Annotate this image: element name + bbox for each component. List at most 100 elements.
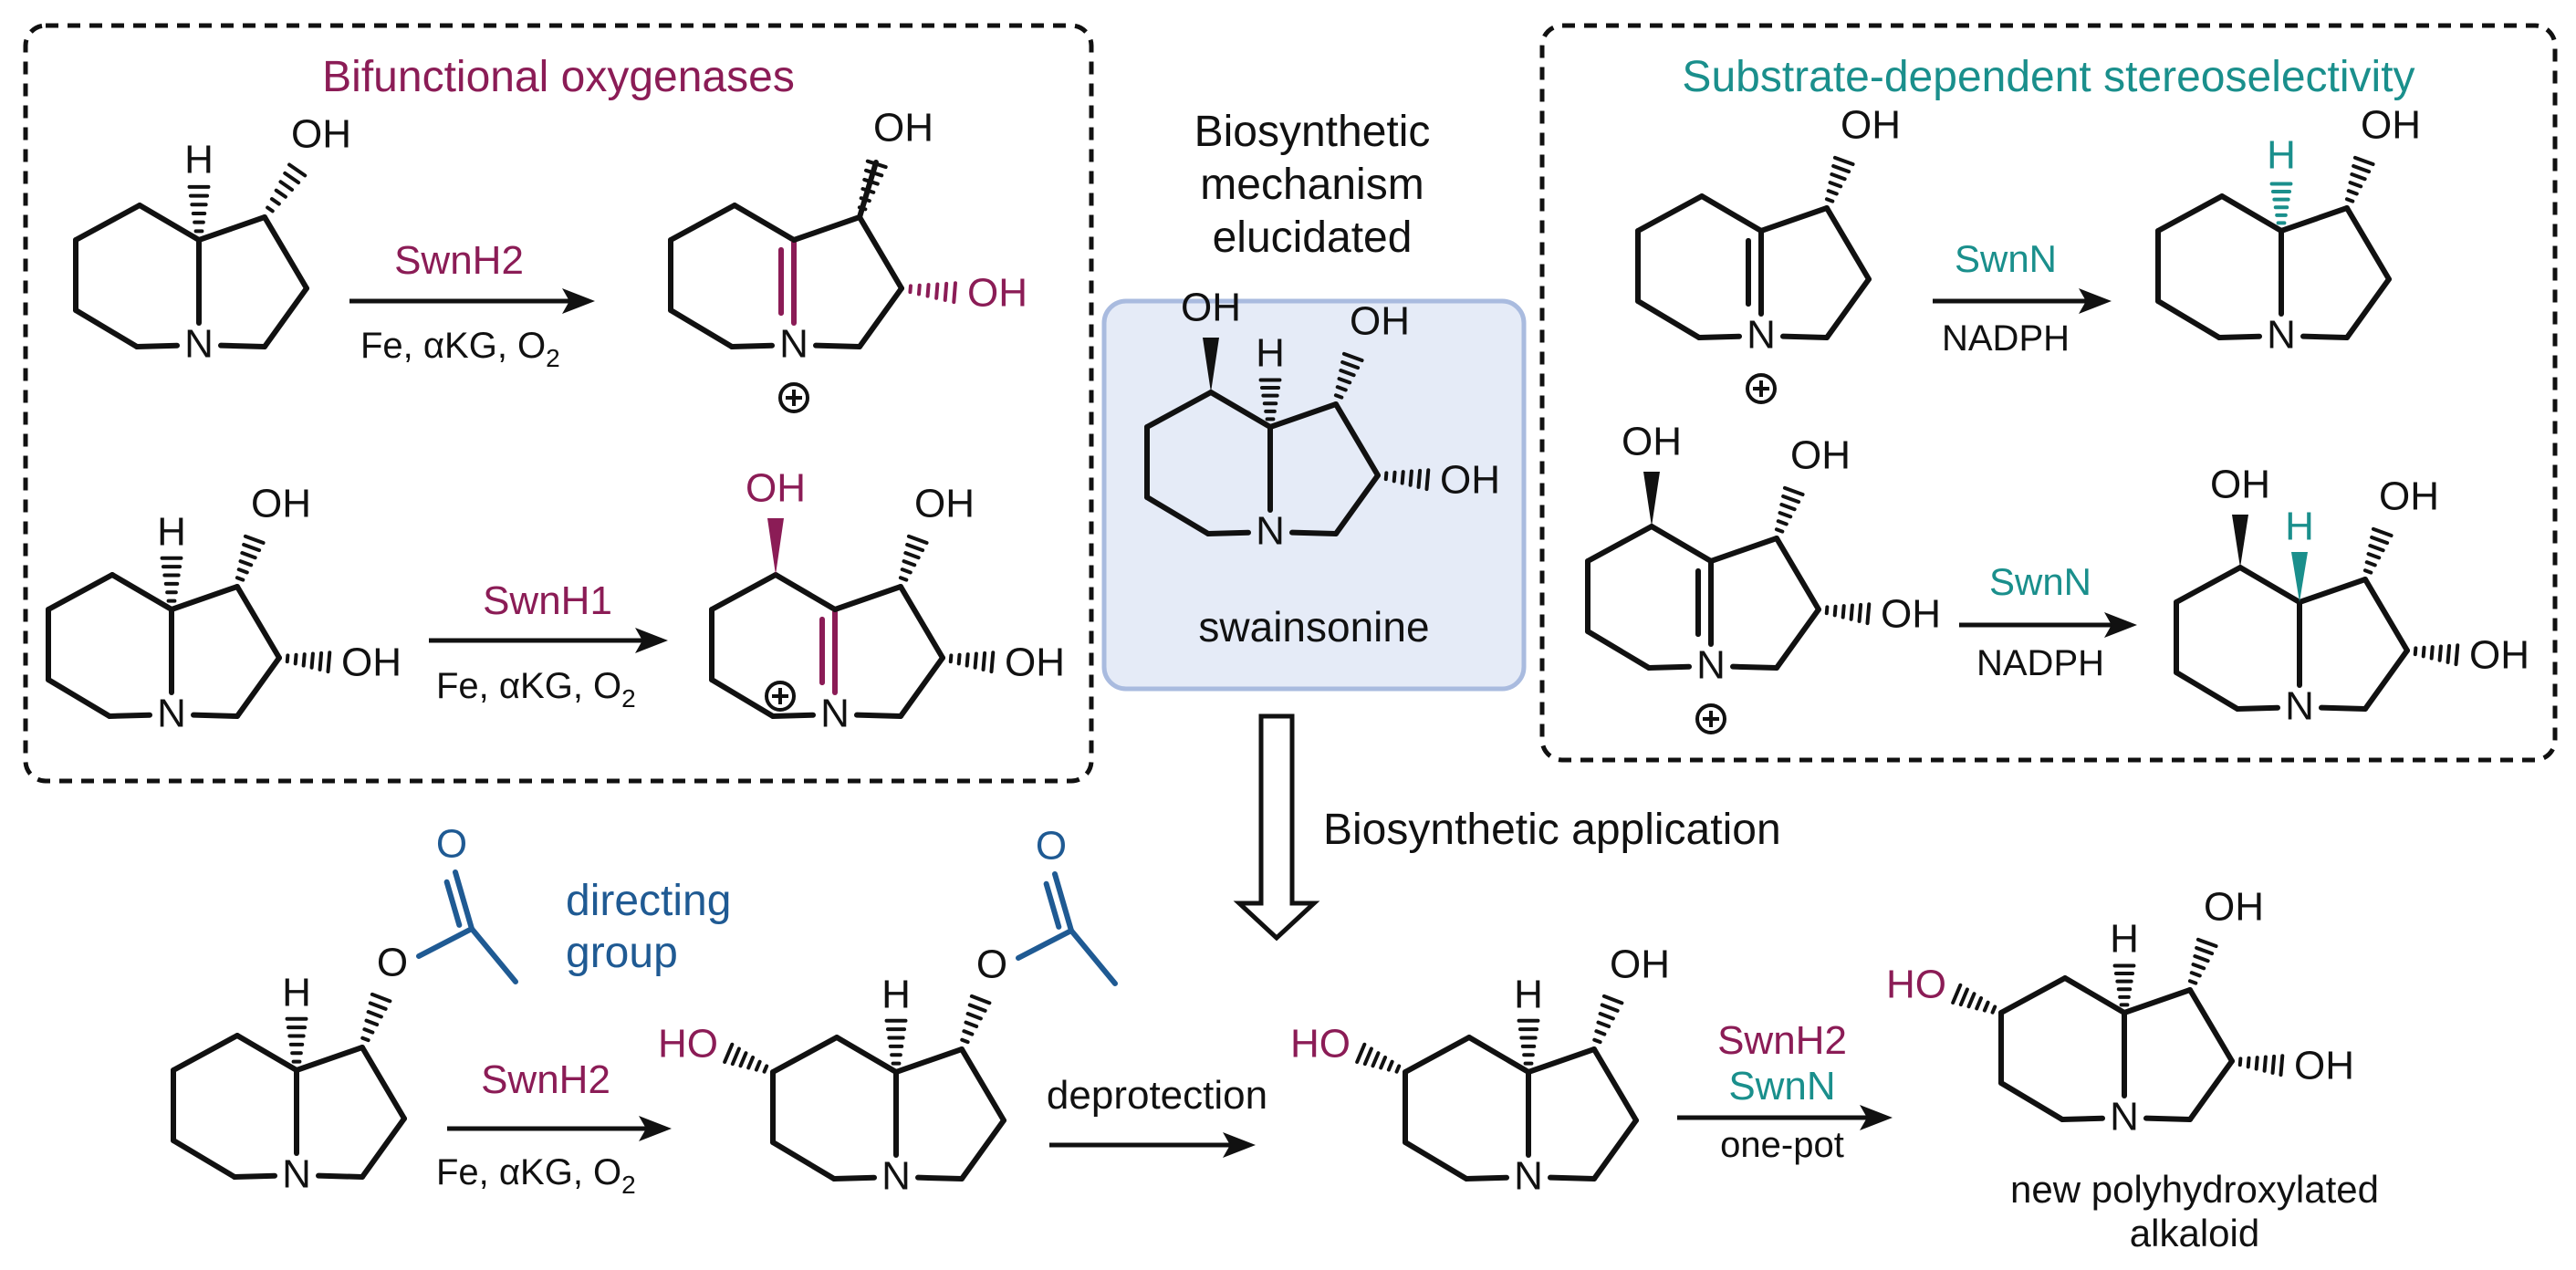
svg-text:N: N <box>282 1152 311 1197</box>
svg-text:H: H <box>282 971 311 1015</box>
svg-text:OH: OH <box>914 482 975 526</box>
conditions-swnh1: Fe, αKG, O2 <box>436 666 636 713</box>
svg-text:H: H <box>184 138 214 182</box>
svg-text:OH: OH <box>1181 286 1241 330</box>
svg-text:OH: OH <box>1440 458 1500 503</box>
svg-text:OH: OH <box>1610 942 1670 987</box>
arrow-step1 <box>447 1116 672 1141</box>
product-caption-line2: alkaloid <box>2130 1212 2259 1254</box>
molecule-right-2-product: N OH H OH OH <box>2174 463 2529 729</box>
svg-text:N: N <box>1696 643 1726 688</box>
center-heading-line2: mechanism <box>1200 161 1424 209</box>
cofactor-top: NADPH <box>1942 318 2070 359</box>
svg-text:O: O <box>1036 824 1067 869</box>
svg-text:OH: OH <box>2204 885 2264 930</box>
svg-text:OH: OH <box>1841 103 1901 148</box>
molecule-right-1-substrate: N OH <box>1635 103 1901 404</box>
application-arrow <box>1233 713 1320 942</box>
svg-text:N: N <box>2285 684 2314 729</box>
enzyme-swnh2-top: SwnH2 <box>394 238 524 283</box>
svg-text:OH: OH <box>2379 474 2439 519</box>
svg-text:OH: OH <box>1350 299 1410 344</box>
svg-text:OH: OH <box>1881 592 1941 637</box>
svg-text:OH: OH <box>2294 1044 2354 1088</box>
enzyme-swnn-bottom: SwnN <box>1989 560 2091 603</box>
svg-text:N: N <box>881 1154 911 1199</box>
enzyme-step3-swnn: SwnN <box>1728 1064 1835 1109</box>
molecule-left-2-substrate: N H OH OH <box>46 482 402 736</box>
arrow-swnn-top <box>1933 288 2112 314</box>
enzyme-step1: SwnH2 <box>481 1057 610 1102</box>
condition-one-pot: one-pot <box>1720 1125 1844 1165</box>
svg-text:OH: OH <box>967 271 1027 316</box>
svg-text:N: N <box>1747 313 1776 358</box>
svg-text:N: N <box>1256 509 1285 554</box>
enzyme-step3-swnh2: SwnH2 <box>1717 1018 1847 1063</box>
directing-group-line1: directing <box>566 877 731 925</box>
product-name-swainsonine: swainsonine <box>1198 603 1429 651</box>
svg-text:H: H <box>2110 917 2139 962</box>
molecule-bottom-1-acetate: N H O O <box>171 822 518 1197</box>
conditions-top: Fe, αKG, O2 <box>360 326 560 372</box>
svg-text:N: N <box>820 692 850 736</box>
molecule-right-1-product: N H OH <box>2155 103 2421 358</box>
svg-text:OH: OH <box>291 112 351 157</box>
application-label: Biosynthetic application <box>1323 806 1781 854</box>
molecule-left-1-product: N OH OH <box>668 106 1027 413</box>
svg-text:H: H <box>1514 973 1543 1017</box>
molecule-right-2-substrate: N OH OH OH <box>1585 420 1941 734</box>
svg-text:N: N <box>2110 1095 2139 1140</box>
svg-text:OH: OH <box>1622 420 1682 464</box>
right-panel-title: Substrate-dependent stereoselectivity <box>1682 53 2414 101</box>
molecule-left-1-substrate: N H OH <box>73 112 351 367</box>
svg-text:H: H <box>881 973 911 1017</box>
left-panel-title: Bifunctional oxygenases <box>322 53 795 101</box>
svg-text:OH: OH <box>1005 640 1065 685</box>
svg-text:N: N <box>1514 1154 1543 1199</box>
directing-group-line2: group <box>566 929 678 977</box>
right-panel-frame <box>1539 23 2558 763</box>
molecule-swainsonine: N OH H OH OH <box>1144 286 1500 554</box>
svg-text:H: H <box>1256 331 1285 376</box>
svg-text:OH: OH <box>873 106 933 151</box>
svg-text:HO: HO <box>658 1022 718 1067</box>
svg-text:OH: OH <box>2361 103 2421 148</box>
enzyme-swnh1: SwnH1 <box>483 578 612 623</box>
arrow-step3 <box>1677 1105 1893 1130</box>
svg-text:OH: OH <box>341 640 402 685</box>
svg-text:N: N <box>2267 313 2296 358</box>
center-heading-line3: elucidated <box>1213 213 1413 262</box>
svg-text:H: H <box>2285 505 2314 549</box>
arrow-swnh2-top <box>349 288 595 314</box>
molecule-bottom-3-diol: N HO H OH <box>1290 942 1670 1199</box>
svg-text:O: O <box>976 942 1007 987</box>
left-panel-frame <box>23 23 1094 784</box>
svg-text:O: O <box>377 941 408 985</box>
enzyme-swnn-top: SwnN <box>1955 237 2057 280</box>
svg-text:O: O <box>436 822 467 867</box>
svg-text:N: N <box>779 322 808 367</box>
svg-text:H: H <box>2267 133 2296 178</box>
svg-text:OH: OH <box>746 466 806 511</box>
svg-text:N: N <box>157 692 186 736</box>
arrow-swnn-bottom <box>1959 612 2137 638</box>
label-deprotection: deprotection <box>1047 1073 1267 1118</box>
svg-text:H: H <box>157 510 186 555</box>
product-caption-line1: new polyhydroxylated <box>2010 1168 2379 1211</box>
svg-text:OH: OH <box>2469 633 2529 678</box>
svg-text:OH: OH <box>251 482 311 526</box>
svg-text:N: N <box>184 322 214 367</box>
swainsonine-highlight <box>1101 298 1527 692</box>
center-heading-line1: Biosynthetic <box>1194 108 1431 156</box>
cofactor-bottom: NADPH <box>1976 643 2104 683</box>
svg-text:OH: OH <box>2210 463 2270 507</box>
svg-text:OH: OH <box>1790 433 1851 478</box>
conditions-step1: Fe, αKG, O2 <box>436 1152 636 1199</box>
molecule-left-2-product: N OH OH OH <box>709 466 1065 736</box>
svg-text:HO: HO <box>1290 1022 1351 1067</box>
